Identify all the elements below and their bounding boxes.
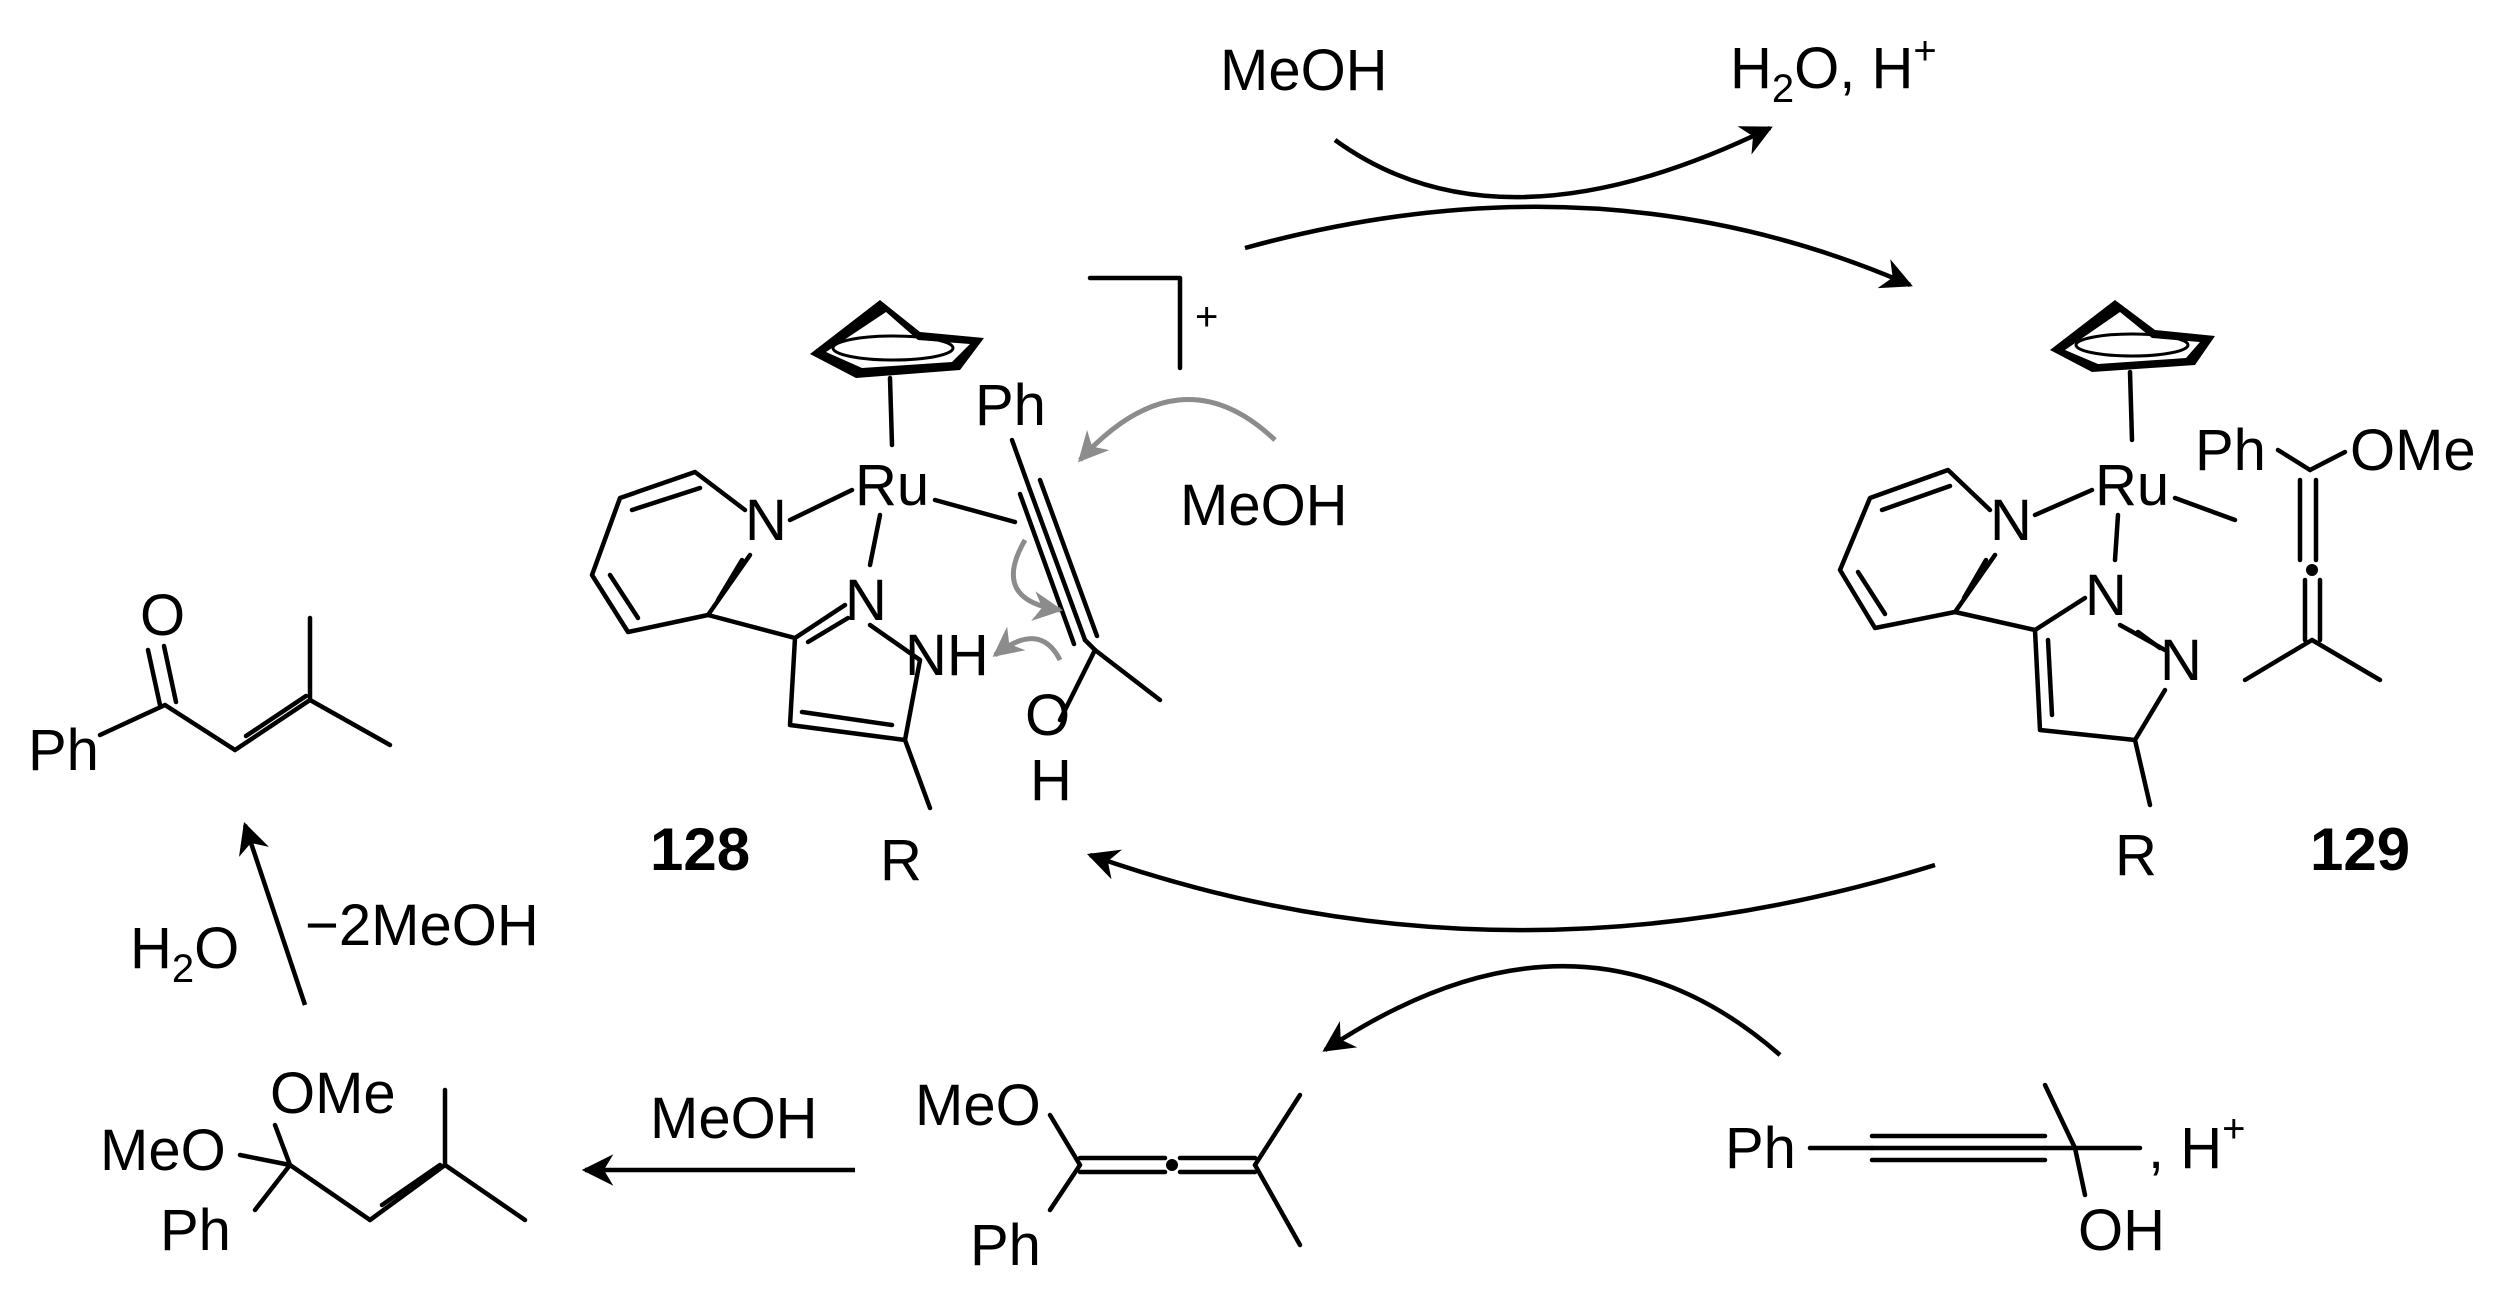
meo-label-ketal: MeO bbox=[100, 1118, 226, 1183]
methoxy-allene: MeO Ph bbox=[915, 1073, 1303, 1278]
reagent-meoh-top: MeOH bbox=[1220, 38, 1388, 103]
ru-label-129: Ru bbox=[2095, 453, 2169, 518]
cycle-top-arrow: MeOH H2O, H+ bbox=[1220, 29, 1937, 289]
reagent-meoh-attack: MeOH bbox=[1180, 473, 1348, 538]
byproduct-methanol: −2MeOH bbox=[305, 893, 539, 958]
enone-product: O Ph bbox=[28, 583, 393, 783]
ph-label-129: Ph bbox=[2195, 418, 2266, 483]
ph-label-propargyl: Ph bbox=[1725, 1116, 1796, 1181]
propargyl-alcohol: Ph OH , H+ bbox=[1725, 1082, 2245, 1263]
n-pz2-129: N bbox=[2160, 628, 2202, 693]
compound-129: Ru N N N R Ph OMe 129 bbox=[1837, 300, 2476, 888]
ph-label-allene: Ph bbox=[970, 1213, 1041, 1278]
r-label-129: R bbox=[2115, 823, 2157, 888]
ome-label-ketal: OMe bbox=[270, 1061, 396, 1126]
meo-label-allene: MeO bbox=[915, 1073, 1041, 1138]
nh-label-128: NH bbox=[905, 623, 989, 688]
n-pz1-129: N bbox=[2085, 563, 2127, 628]
ru-label-128: Ru bbox=[855, 453, 929, 518]
n-py-129: N bbox=[1990, 488, 2032, 553]
compound-number-129: 129 bbox=[2310, 816, 2410, 883]
o-label-enone: O bbox=[140, 583, 185, 648]
compound-number-128: 128 bbox=[650, 816, 750, 883]
acid-label: , H+ bbox=[2148, 1107, 2245, 1181]
dimethyl-ketal: OMe MeO Ph bbox=[100, 1061, 528, 1263]
h-label-128: H bbox=[1030, 748, 1072, 813]
hydrolysis-arrow: H2O −2MeOH bbox=[130, 822, 539, 1006]
ome-label-129: OMe bbox=[2350, 418, 2476, 483]
charge-128: + bbox=[1195, 295, 1218, 339]
reagent-water: H2O bbox=[130, 916, 239, 991]
ph-label-128: Ph bbox=[975, 373, 1046, 438]
r-label-128: R bbox=[880, 828, 922, 893]
n-py-128: N bbox=[745, 488, 787, 553]
reagent-meoh-addition: MeOH bbox=[650, 1086, 818, 1151]
byproduct-water-acid: H2O, H+ bbox=[1730, 29, 1937, 111]
ph-label-ketal: Ph bbox=[160, 1198, 231, 1263]
oh-label-propargyl: OH bbox=[2078, 1198, 2165, 1263]
cycle-bottom-arrow bbox=[1087, 849, 1936, 1057]
ph-label-enone: Ph bbox=[28, 718, 99, 783]
compound-128: Ru N N NH R Ph O H + bbox=[589, 275, 1348, 893]
methanol-addition-arrow: MeOH bbox=[581, 1086, 855, 1186]
o-label-128: O bbox=[1025, 683, 1070, 748]
n-pz-128: N bbox=[845, 568, 887, 633]
